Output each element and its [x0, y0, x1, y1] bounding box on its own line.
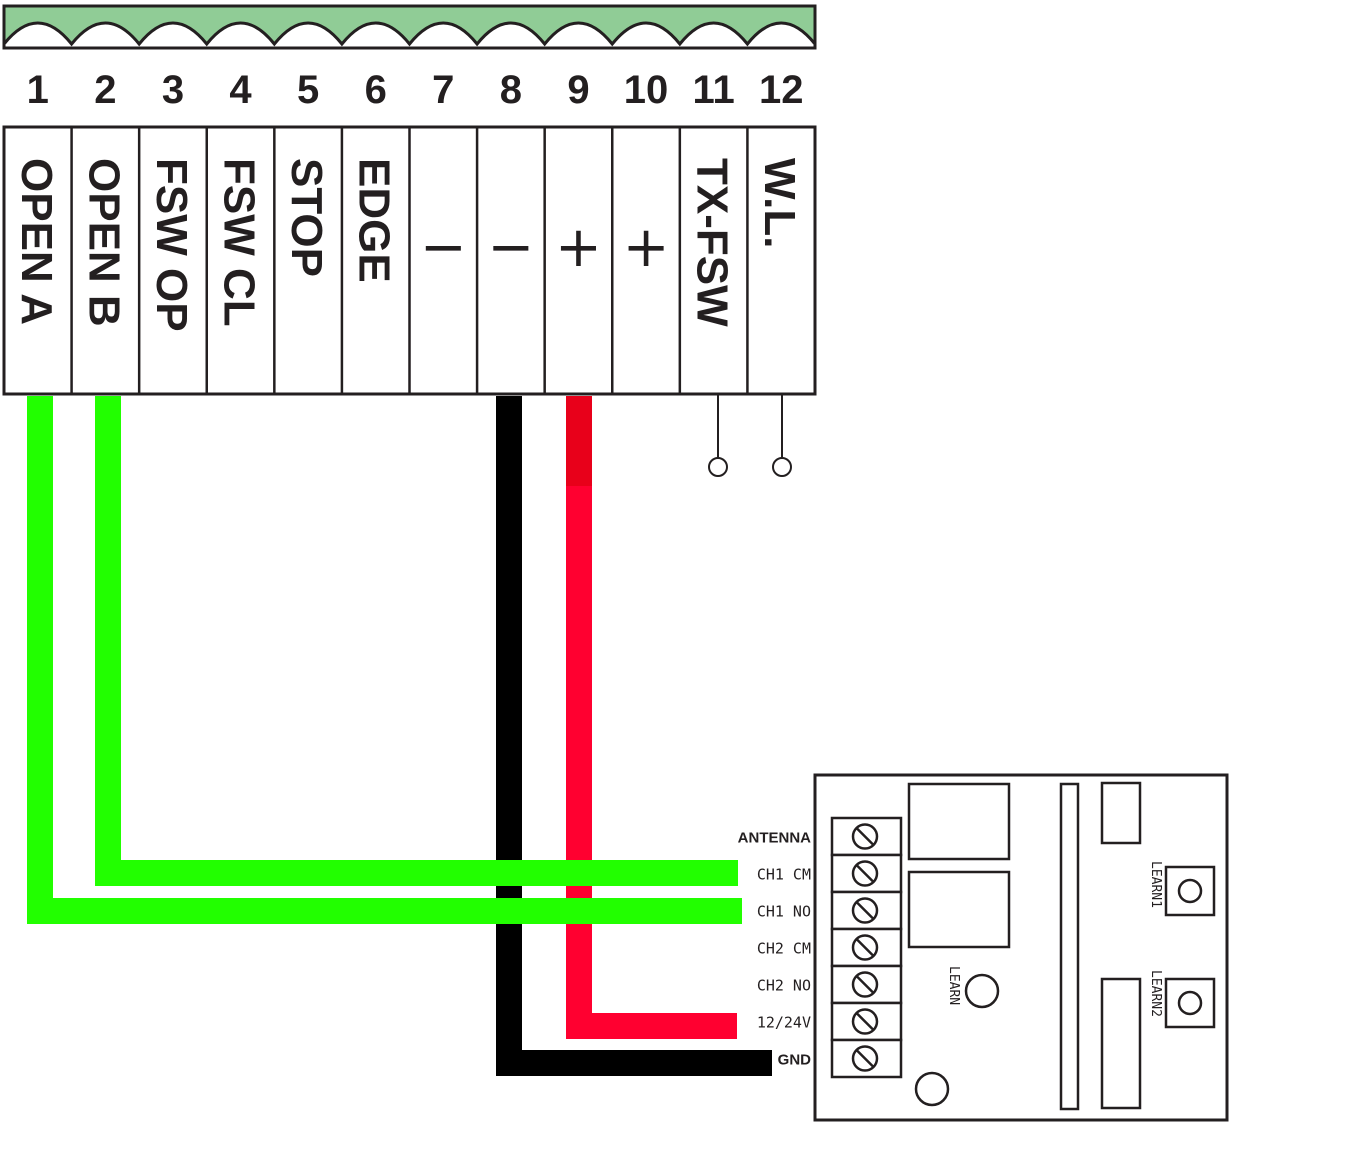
terminal-label-10: +: [623, 215, 670, 280]
terminal-number-5: 5: [297, 68, 319, 112]
rx-terminal-label: CH1 NO: [757, 903, 811, 921]
terminal-label-11: TX-FSW: [688, 158, 737, 327]
terminal-number-3: 3: [162, 68, 184, 112]
red-wire-top-segment: [566, 396, 592, 486]
terminal-label-5: STOP: [282, 158, 331, 277]
component-bottom-right: [1100, 977, 1142, 1110]
learn-label: LEARN: [946, 966, 961, 1005]
screw-slot-icon: [856, 975, 874, 994]
wires: [27, 396, 772, 1076]
screw-slot-icon: [856, 1049, 874, 1068]
green-wire-open-b: [95, 396, 738, 886]
terminal-number-11: 11: [692, 68, 734, 112]
receiver-screw-terminals: [830, 816, 903, 1079]
relay-2: [907, 870, 1011, 949]
rx-terminal-label: GND: [778, 1052, 812, 1069]
rx-terminal-label: ANTENNA: [738, 830, 811, 847]
terminal-screw-caps: [2, 21, 817, 50]
screw-slot-icon: [856, 864, 874, 883]
terminal-number-7: 7: [432, 68, 454, 112]
terminal-number-4: 4: [229, 68, 252, 112]
learn1-button-knob: [1177, 878, 1203, 904]
terminal-label-1: OPEN A: [12, 158, 61, 325]
rx-terminal-label: CH2 CM: [757, 940, 811, 958]
green-wire-open-a: [27, 396, 742, 924]
receiver-board: LEARN1 LEARN2 LEARN ANTENNA CH1 CM CH1 NO C…: [738, 773, 1229, 1122]
terminal-label-9: +: [555, 215, 602, 280]
wl-lead: [772, 394, 792, 477]
terminal-label-3: FSW OP: [147, 158, 196, 332]
receiver-terminal-labels: ANTENNA CH1 CM CH1 NO CH2 CM CH2 NO 12/24V GND: [738, 830, 812, 1069]
screw-slot-icon: [856, 901, 874, 920]
learn2-label: LEARN2: [1148, 970, 1163, 1017]
terminal-label-7: −: [420, 215, 467, 280]
learn2-button-knob: [1177, 990, 1203, 1016]
terminal-block-number-row: [4, 44, 815, 128]
terminal-number-6: 6: [365, 68, 387, 112]
terminal-number-9: 9: [567, 68, 589, 112]
component-top-right: [1100, 781, 1142, 845]
screw-slot-icon: [856, 827, 874, 846]
rx-terminal-label: 12/24V: [757, 1014, 811, 1032]
terminal-number-8: 8: [500, 68, 522, 112]
terminal-number-10: 10: [624, 68, 669, 112]
terminal-label-8: −: [487, 215, 534, 280]
terminal-number-1: 1: [27, 68, 49, 112]
screw-slot-icon: [856, 1012, 874, 1031]
rx-terminal-label: CH1 CM: [757, 866, 811, 884]
relay-1: [907, 782, 1011, 861]
terminal-number-2: 2: [94, 68, 116, 112]
learn-button[interactable]: [964, 973, 1000, 1009]
terminal-label-4: FSW CL: [215, 158, 264, 327]
terminal-label-12: W.L.: [755, 158, 804, 248]
terminal-label-2: OPEN B: [79, 158, 128, 327]
learn1-label: LEARN1: [1148, 861, 1163, 908]
terminal-number-12: 12: [759, 68, 804, 112]
tx-fsw-lead: [708, 394, 728, 477]
terminal-label-6: EDGE: [350, 158, 399, 283]
vertical-strip: [1059, 782, 1080, 1111]
rx-terminal-label: CH2 NO: [757, 977, 811, 995]
terminal-dividers: [70, 127, 749, 394]
screw-slot-icon: [856, 938, 874, 957]
red-wire-power: [566, 396, 737, 1039]
black-wire-gnd: [496, 396, 772, 1076]
led-indicator: [914, 1071, 950, 1107]
